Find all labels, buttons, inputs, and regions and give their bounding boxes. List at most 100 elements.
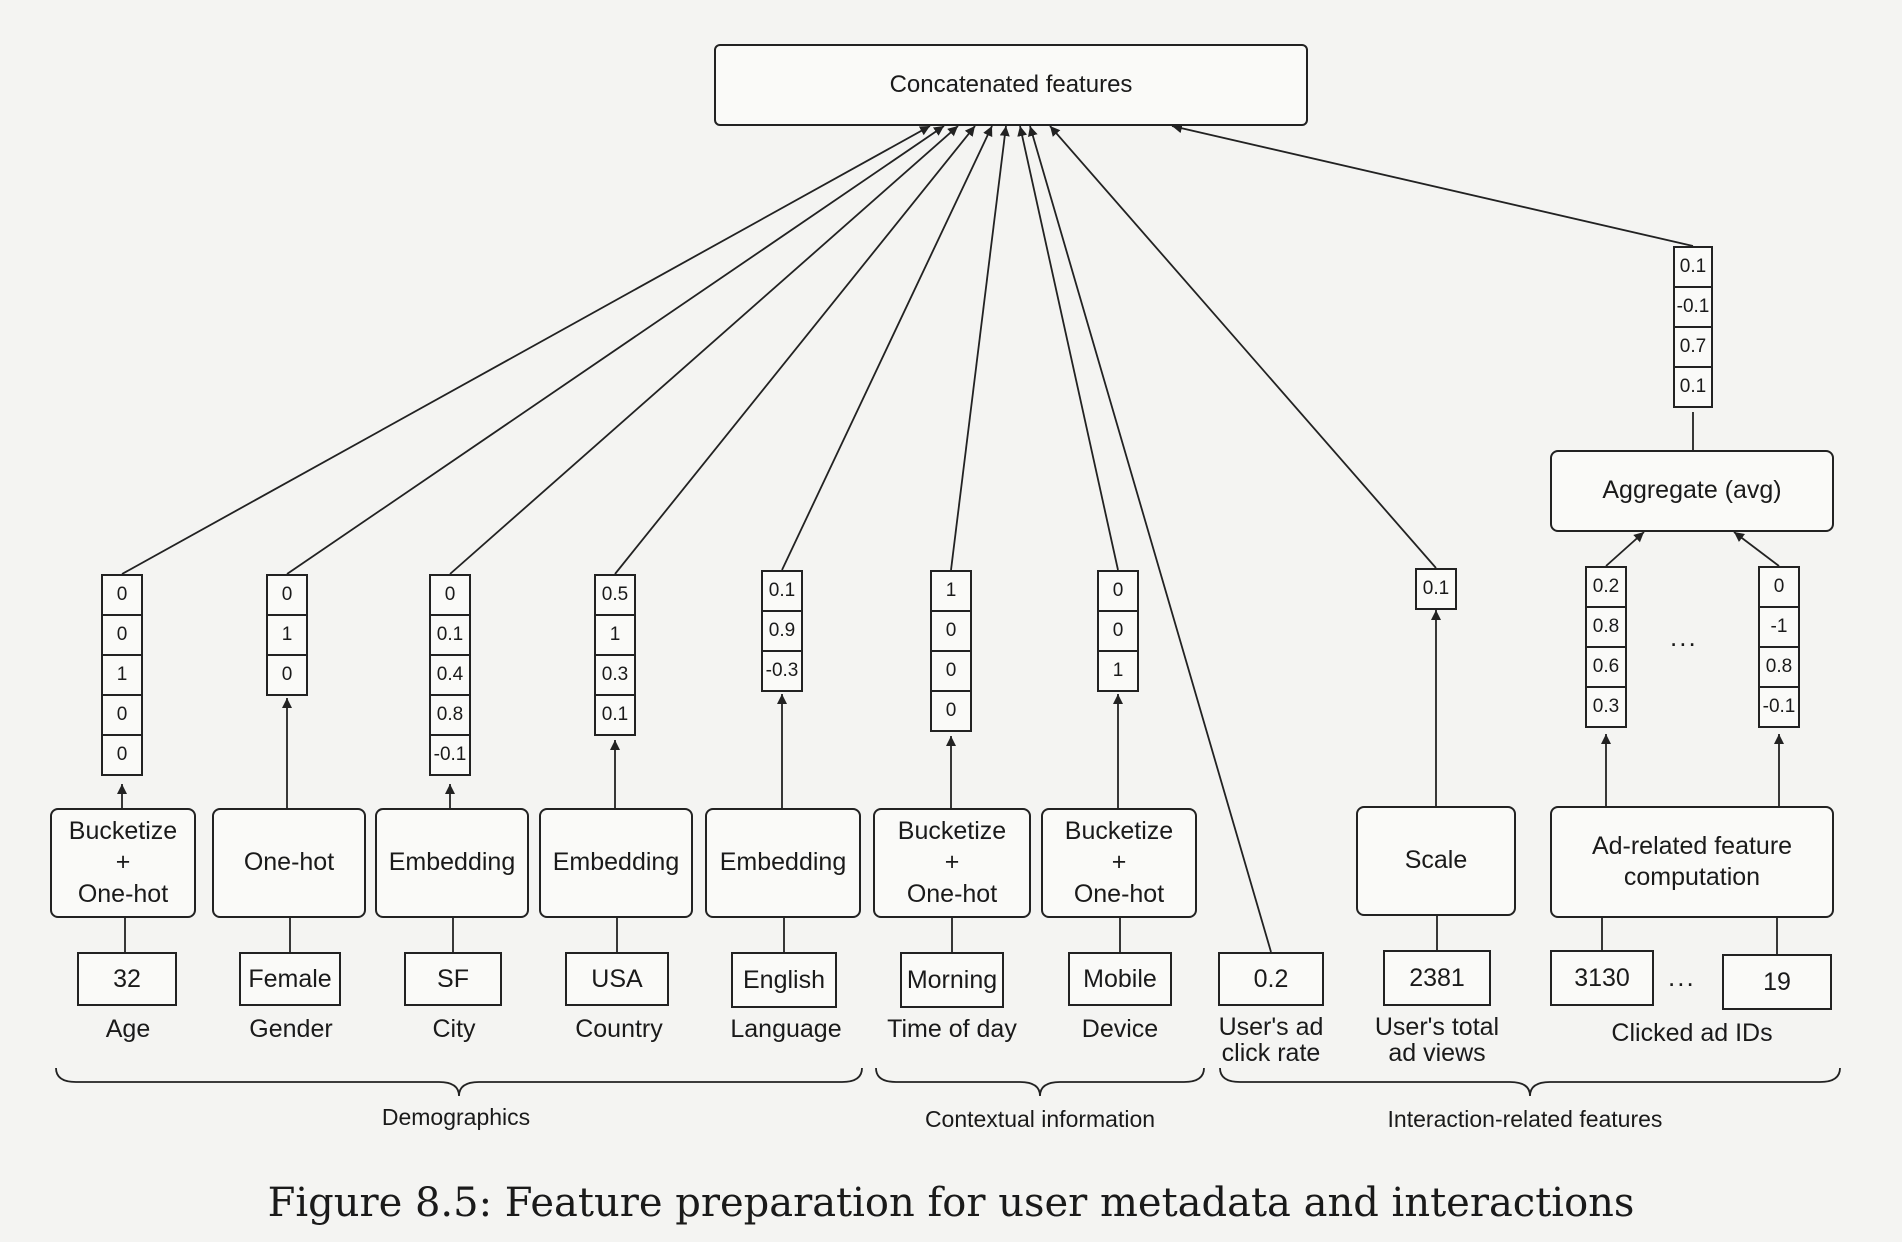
age-label: Age — [105, 1015, 151, 1043]
vector-cell: 0.1 — [1673, 246, 1713, 288]
language-embedding-box: Embedding — [705, 808, 861, 918]
contextual-bracket — [875, 1067, 1205, 1097]
contextual-group-label: Contextual information — [924, 1106, 1156, 1132]
device-concat-arrow — [1017, 125, 1119, 571]
vector-cell: 0.4 — [429, 654, 471, 696]
vector-cell: 0.1 — [761, 570, 803, 612]
age-concat-arrow — [121, 125, 931, 575]
vector-cell: 1 — [594, 614, 636, 656]
device-value: Mobile — [1068, 952, 1172, 1006]
city-label: City — [432, 1015, 476, 1043]
vector-cell: 0 — [1097, 610, 1139, 652]
clicked-ad-first-value: 3130 — [1550, 950, 1654, 1006]
time-of-day-vector: 1 0 0 0 — [930, 570, 972, 732]
time-concat-arrow — [950, 125, 1010, 571]
clicked-ad-ids-label: Clicked ad IDs — [1611, 1019, 1773, 1047]
click-rate-value: 0.2 — [1218, 952, 1324, 1006]
vector-cell: 0 — [101, 734, 143, 776]
vector-cell: 1 — [101, 654, 143, 696]
interaction-group-label: Interaction-related features — [1387, 1106, 1663, 1132]
demographics-bracket — [55, 1067, 863, 1097]
vector-cell: 0.8 — [429, 694, 471, 736]
clicked-ads-ellipsis: ... — [1668, 962, 1696, 992]
ad-vectors-ellipsis: ... — [1670, 622, 1698, 652]
gender-vector: 0 1 0 — [266, 574, 308, 696]
time-of-day-value: Morning — [900, 952, 1004, 1008]
gender-label: Gender — [249, 1015, 333, 1043]
device-label: Device — [1081, 1015, 1159, 1043]
ad-last-vector: 0 -1 0.8 -0.1 — [1758, 566, 1800, 728]
ad-views-label: User's total ad views — [1374, 1013, 1500, 1068]
language-vector: 0.1 0.9 -0.3 — [761, 570, 803, 692]
scale-box: Scale — [1356, 806, 1516, 916]
age-vector: 0 0 1 0 0 — [101, 574, 143, 776]
device-bucketize-box: Bucketize + One-hot — [1041, 808, 1197, 918]
vector-cell: 0.6 — [1585, 646, 1627, 688]
ad-last-agg-arrow — [1733, 531, 1780, 567]
vector-cell: 0 — [266, 654, 308, 696]
country-label: Country — [575, 1015, 663, 1043]
country-concat-arrow — [614, 125, 976, 575]
vector-cell: -0.1 — [1758, 686, 1800, 728]
gender-concat-arrow — [286, 125, 945, 575]
language-concat-arrow — [781, 125, 993, 571]
vector-cell: 0.2 — [1585, 566, 1627, 608]
vector-cell: 0.1 — [594, 694, 636, 736]
age-bucketize-box: Bucketize + One-hot — [50, 808, 196, 918]
time-of-day-label: Time of day — [887, 1015, 1017, 1043]
gender-onehot-box: One-hot — [212, 808, 366, 918]
vector-cell: 0.1 — [1415, 568, 1457, 610]
ad-first-agg-arrow — [1605, 531, 1645, 567]
vector-cell: 1 — [930, 570, 972, 612]
vector-cell: 1 — [1097, 650, 1139, 692]
city-concat-arrow — [449, 125, 959, 575]
language-value: English — [731, 952, 837, 1008]
vector-cell: 0 — [1097, 570, 1139, 612]
time-bucketize-box: Bucketize + One-hot — [873, 808, 1031, 918]
vector-cell: 0 — [930, 690, 972, 732]
vector-cell: 0.7 — [1673, 326, 1713, 368]
vector-cell: -1 — [1758, 606, 1800, 648]
country-embedding-box: Embedding — [539, 808, 693, 918]
vector-cell: 0.3 — [1585, 686, 1627, 728]
age-value: 32 — [77, 952, 177, 1006]
aggregate-concat-arrow — [1171, 123, 1694, 247]
vector-cell: 0.8 — [1758, 646, 1800, 688]
vector-cell: 0.8 — [1585, 606, 1627, 648]
vector-cell: 0 — [1758, 566, 1800, 608]
city-value: SF — [404, 952, 502, 1006]
city-embedding-box: Embedding — [375, 808, 529, 918]
click-rate-label: User's ad click rate — [1218, 1013, 1324, 1068]
figure-caption: Figure 8.5: Feature preparation for user… — [267, 1180, 1635, 1226]
aggregate-vector: 0.1 -0.1 0.7 0.1 — [1673, 246, 1713, 408]
aggregate-box: Aggregate (avg) — [1550, 450, 1834, 532]
vector-cell: -0.1 — [429, 734, 471, 776]
vector-cell: 0 — [101, 614, 143, 656]
vector-cell: -0.3 — [761, 650, 803, 692]
gender-value: Female — [239, 952, 341, 1006]
concatenated-features-box: Concatenated features — [714, 44, 1308, 126]
views-concat-arrow — [1049, 125, 1437, 569]
ad-views-vector: 0.1 — [1415, 568, 1457, 610]
country-value: USA — [565, 952, 669, 1006]
ad-views-value: 2381 — [1383, 950, 1491, 1006]
vector-cell: 0.1 — [1673, 366, 1713, 408]
clicked-ad-last-value: 19 — [1722, 954, 1832, 1010]
vector-cell: 0 — [101, 574, 143, 616]
interaction-bracket — [1219, 1067, 1841, 1097]
ad-first-vector: 0.2 0.8 0.6 0.3 — [1585, 566, 1627, 728]
country-vector: 0.5 1 0.3 0.1 — [594, 574, 636, 736]
vector-cell: 0 — [930, 650, 972, 692]
demographics-group-label: Demographics — [381, 1104, 531, 1130]
vector-cell: 1 — [266, 614, 308, 656]
vector-cell: 0 — [930, 610, 972, 652]
vector-cell: 0 — [101, 694, 143, 736]
city-vector: 0 0.1 0.4 0.8 -0.1 — [429, 574, 471, 776]
vector-cell: 0 — [429, 574, 471, 616]
vector-cell: 0.1 — [429, 614, 471, 656]
vector-cell: 0 — [266, 574, 308, 616]
click-rate-concat-arrow — [1028, 125, 1272, 953]
language-label: Language — [730, 1015, 842, 1043]
